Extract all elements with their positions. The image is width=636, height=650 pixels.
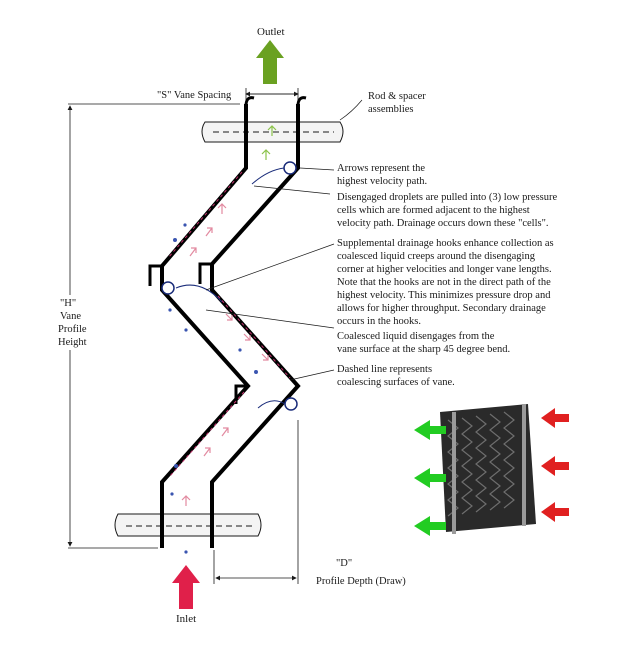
outlet-label: Outlet xyxy=(257,26,285,38)
rod-callout-1: Rod & spacer xyxy=(368,91,426,102)
hooks-callout-3: corner at higher velocities and longer v… xyxy=(337,264,552,275)
hooks-callout-6: allows for higher throughput. Secondary … xyxy=(337,303,546,314)
droplets-callout-3: velocity path. Drainage occurs down thes… xyxy=(337,218,549,229)
low-pressure-cells xyxy=(161,161,298,411)
h-dimension xyxy=(67,103,240,549)
pack-inlet-arrows xyxy=(541,408,569,522)
inlet-label: Inlet xyxy=(176,613,196,625)
droplets-callout-1: Disengaged droplets are pulled into (3) … xyxy=(337,192,557,203)
d-dimension xyxy=(213,420,299,584)
arrows-callout-2: highest velocity path. xyxy=(337,176,427,187)
flow-arrows xyxy=(181,203,269,506)
s-spacing-dimension xyxy=(245,88,299,104)
droplets-callout-2: cells which are formed adjacent to the h… xyxy=(337,205,530,216)
hooks-callout-5: highest velocity. This minimizes pressur… xyxy=(337,290,551,301)
s-spacing-label: "S" Vane Spacing xyxy=(157,90,232,101)
vane-top-hooks xyxy=(244,96,307,107)
coalesced-callout-1: Coalesced liquid disengages from the xyxy=(337,331,495,342)
hooks-callout-1: Supplemental drainage hooks enhance coll… xyxy=(337,238,554,249)
d-label-2: Profile Depth (Draw) xyxy=(316,576,406,587)
outlet-small-arrows xyxy=(261,125,277,160)
pack-outlet-arrows xyxy=(414,420,446,536)
hooks-callout-4: Note that the hooks are not in the direc… xyxy=(337,277,551,288)
vane-left xyxy=(160,104,251,548)
inlet-arrow xyxy=(172,565,200,609)
hooks-callout-2: coalesced liquid creeps around the disen… xyxy=(337,251,536,262)
droplets xyxy=(168,223,258,554)
rod-callout-2: assemblies xyxy=(368,104,414,115)
h-label-1: "H" xyxy=(60,298,76,309)
coalesced-callout-2: vane surface at the sharp 45 degree bend… xyxy=(337,344,510,355)
vane-right xyxy=(210,104,301,548)
hooks-callout-7: occurs in the hooks. xyxy=(337,316,421,327)
drainage-hooks xyxy=(148,262,248,404)
outlet-arrow xyxy=(256,40,284,84)
h-label-3: Profile xyxy=(58,324,87,335)
arrows-callout-1: Arrows represent the xyxy=(337,163,425,174)
coalescing-dashed-lines xyxy=(167,171,291,477)
h-label-4: Height xyxy=(58,337,87,348)
callout-leaders xyxy=(205,99,363,381)
velocity-path xyxy=(175,167,286,409)
bottom-rod-assembly xyxy=(114,513,262,537)
vane-pack-illustration xyxy=(440,404,536,534)
h-label-2: Vane xyxy=(60,311,81,322)
dashed-callout-1: Dashed line represents xyxy=(337,364,432,375)
d-label-1: "D" xyxy=(336,558,352,569)
dashed-callout-2: coalescing surfaces of vane. xyxy=(337,377,455,388)
